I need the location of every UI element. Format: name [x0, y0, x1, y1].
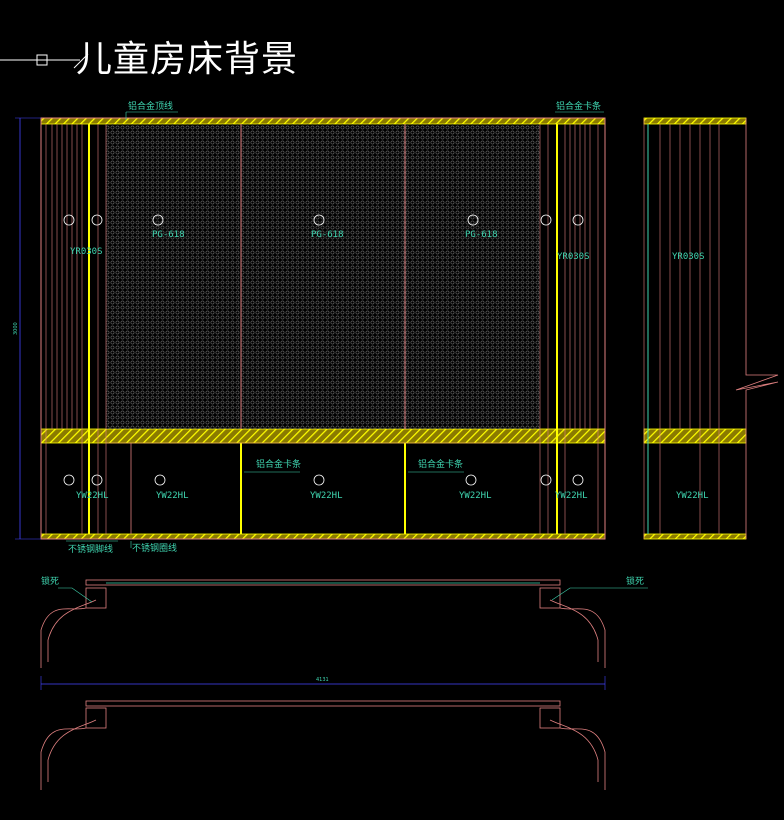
code-pg-2: PG-618	[311, 230, 344, 240]
code-yr-right: YR030S	[557, 252, 590, 262]
side-code-yr: YR030S	[672, 252, 705, 262]
height-dimension: 3000	[13, 322, 19, 335]
front-elevation: YR030S PG-618 PG-618 PG-618 YR030S YW22H…	[13, 100, 606, 555]
side-code-yw: YW22HL	[676, 491, 709, 501]
label-ring-line: 不锈钢圈线	[132, 542, 177, 554]
label-card-strip-mid2: 铝合金卡条	[418, 458, 463, 470]
width-dimension: 4131	[316, 677, 329, 683]
plan-section-2	[40, 700, 606, 790]
code-pg-1: PG-618	[152, 230, 185, 240]
label-skirting: 不锈钢脚线	[68, 543, 113, 555]
code-yw-4: YW22HL	[459, 491, 492, 501]
downlight-markers	[63, 214, 584, 486]
code-yw-1: YW22HL	[76, 491, 109, 501]
code-yw-3: YW22HL	[310, 491, 343, 501]
bottom-trim-band	[40, 533, 606, 540]
label-lock-left: 锁死	[41, 575, 59, 587]
code-yw-2: YW22HL	[156, 491, 189, 501]
code-yr-left: YR030S	[70, 247, 103, 257]
label-card-strip-top: 铝合金卡条	[556, 100, 601, 112]
code-pg-3: PG-618	[465, 230, 498, 240]
label-top-line: 铝合金顶线	[128, 100, 173, 112]
label-card-strip-mid1: 铝合金卡条	[256, 458, 301, 470]
top-trim-band	[40, 117, 606, 125]
perforated-panel	[106, 124, 540, 429]
plan-section-1: 锁死 锁死 4131	[40, 575, 648, 690]
side-elevation: YR030S YW22HL	[643, 117, 779, 540]
middle-hatch-band	[40, 428, 606, 444]
code-yw-5: YW22HL	[555, 491, 588, 501]
label-lock-right: 锁死	[626, 575, 644, 587]
title-leader	[0, 53, 89, 69]
drawing-title: 儿童房床背景	[76, 39, 299, 80]
